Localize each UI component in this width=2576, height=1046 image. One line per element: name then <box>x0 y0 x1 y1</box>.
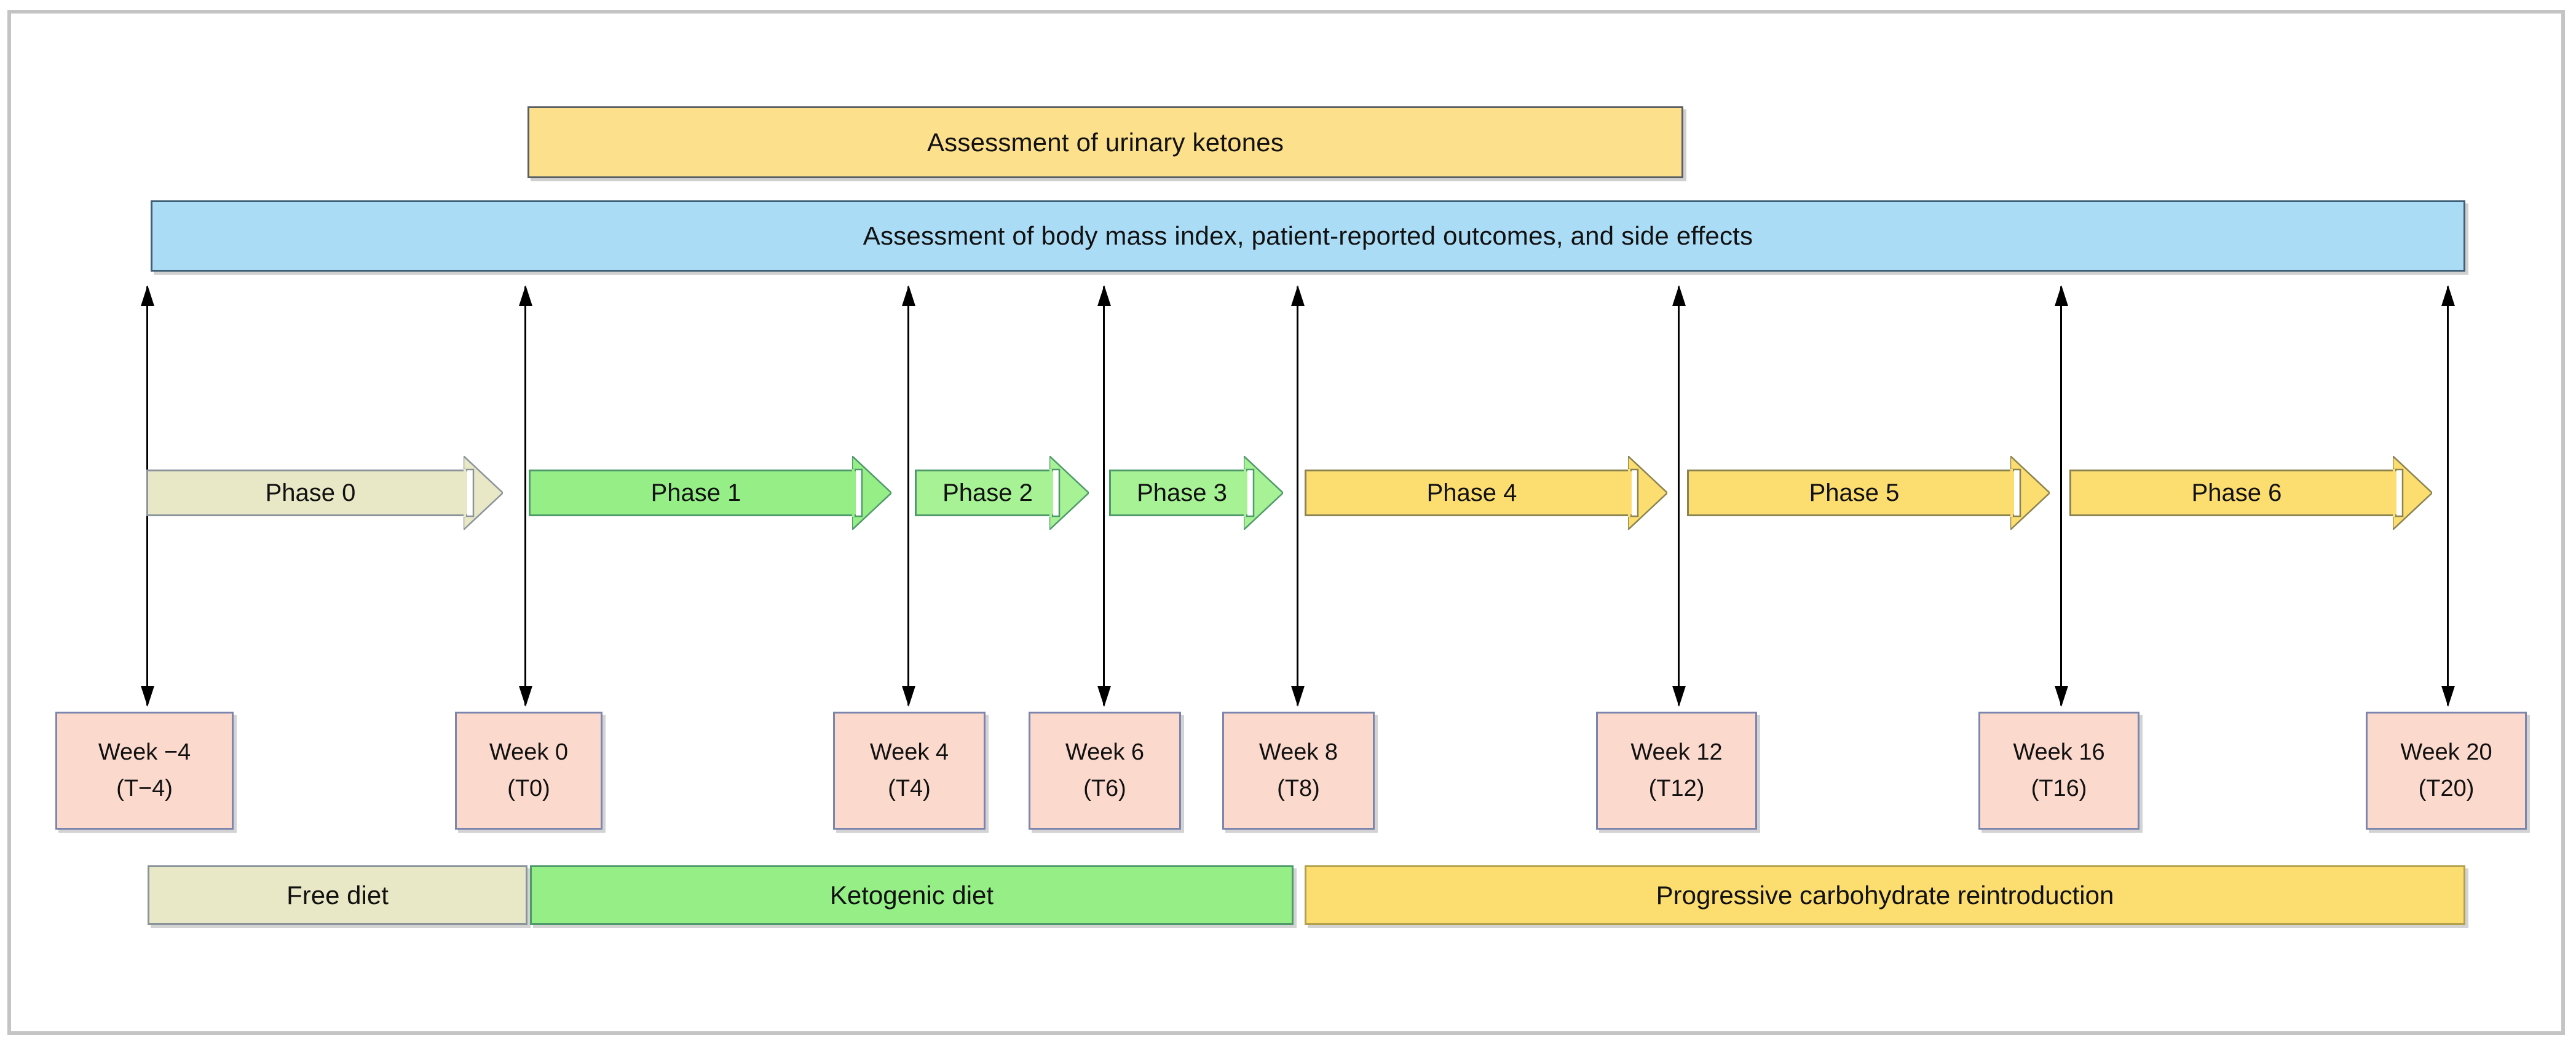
timepoint-week-label: Week 16 <box>2013 739 2105 766</box>
phase-arrow-tip <box>464 456 503 530</box>
timepoint-code-label: (T12) <box>1648 776 1705 801</box>
timepoint-box-t20: Week 20 (T20) <box>2366 712 2527 830</box>
timepoint-week-label: Week 12 <box>1630 739 1723 766</box>
arrow-stem <box>907 286 909 706</box>
timepoint-axis-arrow-axis-t8 <box>1290 285 1306 707</box>
timepoint-week-label: Week 6 <box>1065 739 1145 766</box>
arrow-stem <box>2447 286 2449 706</box>
arrow-stem <box>2060 286 2062 706</box>
arrow-head-up-icon <box>1672 285 1686 306</box>
diet-period-label: Free diet <box>286 880 389 910</box>
timepoint-box-t0: Week 0 (T0) <box>455 712 603 830</box>
phase-arrow-body <box>915 470 1053 516</box>
arrow-head-up-icon <box>1291 285 1305 306</box>
arrow-stem <box>524 286 526 706</box>
phase-arrow-label: Phase 5 <box>1809 479 1900 506</box>
phase-arrow-phase-6: Phase 6 <box>2069 456 2432 530</box>
phase-arrow-body <box>1305 470 1632 516</box>
timepoint-box-t4: Week 4 (T4) <box>833 712 986 830</box>
arrow-head-down-icon <box>1097 686 1111 707</box>
phase-arrow-body <box>529 470 856 516</box>
diet-period-diet-carb: Progressive carbohydrate reintroduction <box>1305 865 2465 925</box>
diet-period-diet-keto: Ketogenic diet <box>530 865 1294 925</box>
arrow-head-up-icon <box>2055 285 2068 306</box>
arrow-head-up-icon <box>519 285 532 306</box>
arrow-stem <box>1103 286 1105 706</box>
timepoint-code-label: (T8) <box>1277 776 1320 801</box>
timepoint-week-label: Week 4 <box>869 739 949 766</box>
arrow-head-down-icon <box>2441 686 2455 707</box>
phase-arrow-phase-2: Phase 2 <box>915 456 1089 530</box>
phase-arrow-body <box>2069 470 2396 516</box>
arrow-head-down-icon <box>2055 686 2068 707</box>
timepoint-axis-arrow-axis-t20 <box>2440 285 2456 707</box>
phase-arrow-label: Phase 1 <box>650 479 741 506</box>
phase-arrow-label: Phase 6 <box>2191 479 2282 506</box>
arrow-stem <box>1297 286 1298 706</box>
phase-arrow-tip <box>2393 456 2432 530</box>
arrow-head-up-icon <box>902 285 915 306</box>
phase-arrow-body <box>1687 470 2014 516</box>
timepoint-code-label: (T4) <box>888 776 931 801</box>
timepoint-code-label: (T−4) <box>116 776 173 801</box>
timepoint-code-label: (T20) <box>2418 776 2475 801</box>
phase-arrow-tip <box>2010 456 2050 530</box>
banner-label: Assessment of urinary ketones <box>926 127 1284 157</box>
phase-arrow-label: Phase 0 <box>265 479 356 506</box>
timepoint-box-t8: Week 8 (T8) <box>1222 712 1375 830</box>
phase-arrow-phase-1: Phase 1 <box>529 456 891 530</box>
timepoint-box-t-4: Week −4 (T−4) <box>55 712 234 830</box>
timepoint-axis-arrow-axis-t16 <box>2053 285 2069 707</box>
arrow-head-down-icon <box>519 686 532 707</box>
arrow-head-down-icon <box>1672 686 1686 707</box>
timepoint-box-t6: Week 6 (T6) <box>1029 712 1181 830</box>
diet-period-diet-free: Free diet <box>148 865 527 925</box>
arrow-head-up-icon <box>141 285 154 306</box>
banner-label: Assessment of body mass index, patient-r… <box>863 221 1753 250</box>
phase-arrow-tip <box>1244 456 1283 530</box>
phase-arrow-label: Phase 2 <box>942 479 1033 506</box>
timepoint-axis-arrow-axis-t6 <box>1096 285 1112 707</box>
timepoint-code-label: (T16) <box>2031 776 2087 801</box>
phase-arrow-tip <box>1628 456 1667 530</box>
timepoint-week-label: Week 0 <box>489 739 569 766</box>
banner-bmi-pro-side-effects: Assessment of body mass index, patient-r… <box>151 200 2465 272</box>
figure-outer-frame <box>7 10 2565 1035</box>
timepoint-week-label: Week 20 <box>2400 739 2492 766</box>
diet-period-label: Ketogenic diet <box>829 880 994 910</box>
phase-arrow-phase-3: Phase 3 <box>1109 456 1283 530</box>
phase-arrow-body <box>146 470 467 516</box>
timepoint-code-label: (T0) <box>507 776 550 801</box>
arrow-head-down-icon <box>1291 686 1305 707</box>
timepoint-axis-arrow-axis-t12 <box>1671 285 1687 707</box>
diet-period-label: Progressive carbohydrate reintroduction <box>1656 880 2114 910</box>
phase-arrow-tip <box>852 456 891 530</box>
timepoint-box-t16: Week 16 (T16) <box>1978 712 2139 830</box>
phase-arrow-label: Phase 3 <box>1137 479 1227 506</box>
phase-arrow-phase-4: Phase 4 <box>1305 456 1667 530</box>
phase-arrow-label: Phase 4 <box>1426 479 1517 506</box>
arrow-head-down-icon <box>902 686 915 707</box>
arrow-head-up-icon <box>2441 285 2455 306</box>
timepoint-axis-arrow-axis-t0 <box>518 285 534 707</box>
arrow-stem <box>1678 286 1680 706</box>
phase-arrow-phase-0: Phase 0 <box>146 456 503 530</box>
timepoint-week-label: Week −4 <box>98 739 191 766</box>
phase-arrow-phase-5: Phase 5 <box>1687 456 2050 530</box>
arrow-head-up-icon <box>1097 285 1111 306</box>
phase-arrow-tip <box>1049 456 1089 530</box>
timepoint-box-t12: Week 12 (T12) <box>1596 712 1757 830</box>
timepoint-week-label: Week 8 <box>1258 739 1338 766</box>
banner-urinary-ketones: Assessment of urinary ketones <box>527 106 1683 178</box>
timepoint-axis-arrow-axis-t4 <box>901 285 917 707</box>
phase-arrow-body <box>1109 470 1247 516</box>
arrow-head-down-icon <box>141 686 154 707</box>
timepoint-code-label: (T6) <box>1083 776 1126 801</box>
